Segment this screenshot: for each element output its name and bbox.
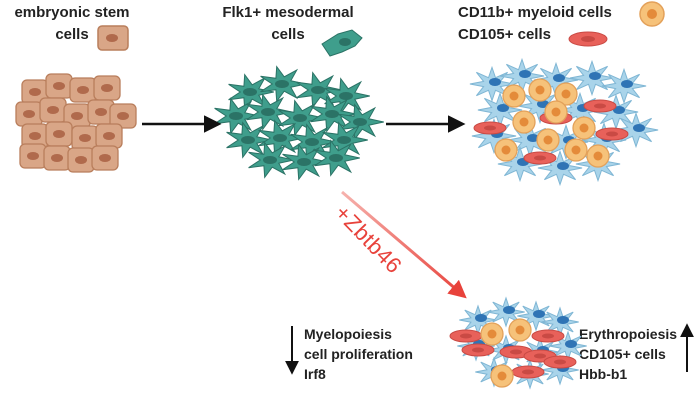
upregulated-list: Erythropoiesis CD105+ cells Hbb-b1 xyxy=(579,324,677,384)
down-item: Myelopoiesis xyxy=(304,326,392,342)
flk1-cluster-icon xyxy=(214,65,384,181)
up-item: Erythropoiesis xyxy=(579,326,678,342)
esc-label: embryonic stem cells xyxy=(14,4,130,43)
cd105-label: CD105+ cells xyxy=(458,26,551,43)
esc-cluster-icon xyxy=(15,73,137,173)
arrow-zbtb46 xyxy=(341,190,467,299)
up-item: Hbb-b1 xyxy=(579,366,628,382)
differentiated-cluster-icon xyxy=(469,57,659,187)
flk1-label: Flk1+ mesodermal cells xyxy=(222,4,354,43)
myeloid-cell-icon xyxy=(639,1,665,27)
flk1-cell-icon xyxy=(321,29,363,57)
cd11b-label: CD11b+ myeloid cells xyxy=(458,4,612,21)
up-item: CD105+ cells xyxy=(579,346,666,362)
zbtb46-cluster-icon xyxy=(449,296,587,390)
down-item: Irf8 xyxy=(304,366,326,382)
downregulated-list: Myelopoiesis cell proliferation Irf8 xyxy=(304,324,413,384)
down-item: cell proliferation xyxy=(304,346,413,362)
esc-icon xyxy=(97,25,129,51)
cd105-cell-icon xyxy=(568,31,608,47)
